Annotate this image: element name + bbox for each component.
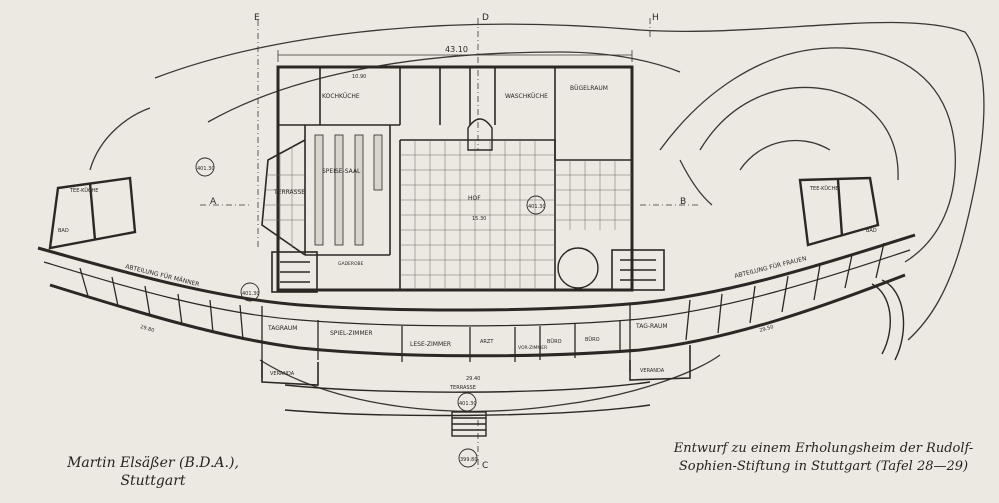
room-vorzimmer: VOR-ZIMMER — [518, 345, 547, 351]
corridor-line — [43, 249, 911, 327]
dim-terrace-width: 29.40 — [466, 376, 480, 382]
upper-block-walls — [278, 67, 632, 290]
caption-project-line-1: Entwurf zu einem Erholungsheim der Rudol… — [673, 441, 974, 456]
terrace-upper-paving — [264, 146, 305, 248]
section-mark-a: A — [210, 197, 217, 207]
room-tee-kueche-right: TEE-KÜCHE — [809, 185, 838, 192]
caption-architect-line-2: Stuttgart — [120, 473, 186, 489]
room-buero-2: BÜRO — [585, 336, 600, 343]
level-3: 401.30 — [242, 291, 260, 297]
caption-project: Entwurf zu einem Erholungsheim der Rudol… — [666, 440, 981, 476]
dim-top-total: 43.10 — [445, 45, 468, 54]
main-wing — [37, 233, 916, 358]
room-bad-left: BAD — [58, 228, 69, 234]
room-buero-1: BÜRO — [547, 338, 562, 345]
section-mark-c: C — [482, 461, 488, 471]
level-4: 401.30 — [459, 401, 477, 407]
room-spielzimmer: SPIEL-ZIMMER — [330, 330, 373, 337]
room-bad-right: BAD — [866, 228, 877, 234]
stair-right — [611, 249, 665, 291]
level-5: 399.80 — [460, 457, 478, 463]
dim-left-wing: 29.80 — [139, 324, 154, 334]
courtyard-paving — [400, 140, 632, 290]
level-markers — [195, 157, 546, 468]
dimension-top — [277, 50, 633, 62]
room-veranda-right: VERANDA — [640, 368, 665, 374]
dim-right-wing: 29.50 — [759, 324, 774, 334]
section-mark-b: B — [680, 197, 686, 207]
section-mark-e: E — [254, 13, 260, 23]
room-veranda-left: VERANDA — [270, 371, 295, 377]
veranda-left — [261, 360, 319, 386]
room-arzt: ARZT — [480, 339, 494, 345]
room-tee-kueche-left: TEE-KÜCHE — [69, 187, 98, 194]
level-1: 401.30 — [197, 166, 215, 172]
room-terrasse-upper: TERRASSE — [273, 189, 305, 196]
room-hof: HOF — [468, 195, 481, 202]
veranda-right — [629, 345, 691, 381]
room-buegelraum: BÜGELRAUM — [570, 85, 608, 92]
section-mark-d: D — [482, 13, 489, 23]
terrace-lower — [284, 279, 905, 437]
room-kochkueche: KOCHKÜCHE — [322, 93, 360, 100]
room-tagraum-right: TAG-RAUM — [635, 323, 668, 330]
room-abteilung-frauen: ABTEILUNG FÜR FRAUEN — [734, 255, 807, 280]
terrace-upper — [261, 139, 306, 256]
caption-architect-line-1: Martin Elsäßer (B.D.A.), — [67, 455, 239, 471]
upper-block — [276, 65, 634, 292]
room-gaderobe: GADEROBE — [338, 261, 364, 267]
stair-left — [271, 251, 318, 293]
room-waschkueche: WASCHKÜCHE — [505, 93, 548, 100]
room-lesezimmer: LESE-ZIMMER — [410, 341, 451, 348]
dim-courtyard: 15.30 — [472, 216, 486, 222]
caption-architect: Martin Elsäßer (B.D.A.), Stuttgart — [58, 454, 248, 490]
room-tagraum-left: TAGRAUM — [267, 325, 297, 332]
site-paths — [89, 21, 985, 413]
wing-end-right — [798, 176, 880, 247]
dim-kitchen-width: 10.90 — [352, 74, 366, 80]
section-lines — [200, 18, 700, 470]
level-2: 401.30 — [528, 204, 546, 210]
section-mark-h: H — [652, 13, 659, 23]
wing-end-left — [48, 176, 137, 250]
room-terrasse-lower: TERRASSE — [449, 385, 476, 391]
dining-tables — [314, 134, 383, 246]
room-speise-saal: SPEISE-SAAL — [322, 168, 361, 175]
caption-project-line-2: Sophien-Stiftung in Stuttgart (Tafel 28—… — [678, 459, 969, 474]
stair-tower — [467, 118, 599, 289]
